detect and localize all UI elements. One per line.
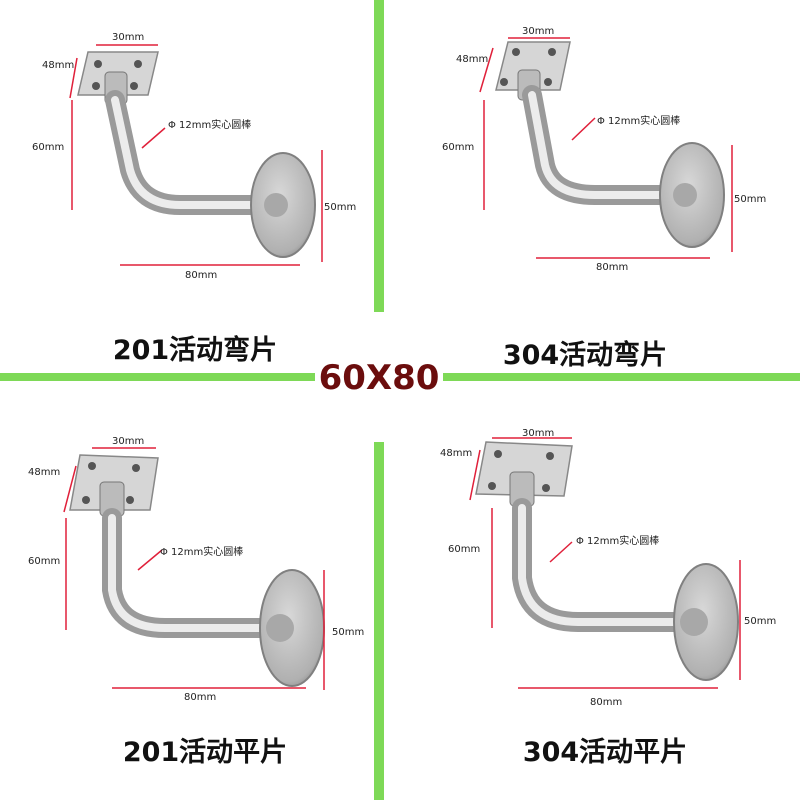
dim-height: 60mm — [32, 142, 64, 153]
dim-top: 30mm — [522, 26, 554, 37]
product-panel-304-flat: 30mm 48mm 60mm Φ 12mm实心圆棒 50mm 80mm 304活… — [400, 400, 800, 800]
divider-horizontal-left — [0, 373, 318, 381]
dim-disc: 50mm — [744, 616, 776, 627]
product-caption: 201活动平片 — [122, 737, 288, 768]
dim-rod: Φ 12mm实心圆棒 — [576, 534, 659, 547]
handrail-bracket-image: 30mm 48mm 60mm Φ 12mm实心圆棒 50mm 80mm — [440, 428, 776, 708]
dim-rod: Φ 12mm实心圆棒 — [168, 118, 251, 131]
dim-plate: 48mm — [28, 467, 60, 478]
product-panel-201-bent: 30mm 48mm 60mm Φ 12mm实心圆棒 50mm 80mm 201活… — [0, 0, 400, 400]
dim-plate: 48mm — [42, 60, 74, 71]
dim-rod: Φ 12mm实心圆棒 — [160, 545, 243, 558]
dim-length: 80mm — [185, 270, 217, 281]
product-panel-201-flat: 30mm 48mm 60mm Φ 12mm实心圆棒 50mm 80mm 201活… — [0, 400, 400, 800]
handrail-bracket-image: 30mm 48mm 60mm Φ 12mm实心圆棒 50mm 80mm — [442, 26, 766, 273]
handrail-bracket-image: 30mm 48mm 60mm Φ 12mm实心圆棒 50mm 80mm — [32, 32, 356, 281]
dim-disc: 50mm — [324, 202, 356, 213]
product-caption: 201活动弯片 — [112, 335, 278, 366]
dim-length: 80mm — [184, 692, 216, 703]
product-caption: 304活动弯片 — [502, 340, 668, 371]
dim-length: 80mm — [590, 697, 622, 708]
product-caption: 304活动平片 — [522, 737, 688, 768]
product-panel-304-bent: 30mm 48mm 60mm Φ 12mm实心圆棒 50mm 80mm 304活… — [400, 0, 800, 400]
handrail-bracket-image: 30mm 48mm 60mm Φ 12mm实心圆棒 50mm 80mm — [28, 436, 364, 703]
dim-height: 60mm — [448, 544, 480, 555]
dim-top: 30mm — [112, 32, 144, 43]
dim-rod: Φ 12mm实心圆棒 — [597, 114, 680, 127]
dim-plate: 48mm — [440, 448, 472, 459]
size-label: 60X80 — [315, 350, 443, 406]
dim-top: 30mm — [522, 428, 554, 439]
dim-height: 60mm — [28, 556, 60, 567]
dim-height: 60mm — [442, 142, 474, 153]
dim-disc: 50mm — [734, 194, 766, 205]
dim-plate: 48mm — [456, 54, 488, 65]
divider-vertical-top — [374, 0, 384, 312]
dim-length: 80mm — [596, 262, 628, 273]
dim-top: 30mm — [112, 436, 144, 447]
divider-vertical-bottom — [374, 442, 384, 800]
dim-disc: 50mm — [332, 627, 364, 638]
divider-horizontal-right — [442, 373, 800, 381]
